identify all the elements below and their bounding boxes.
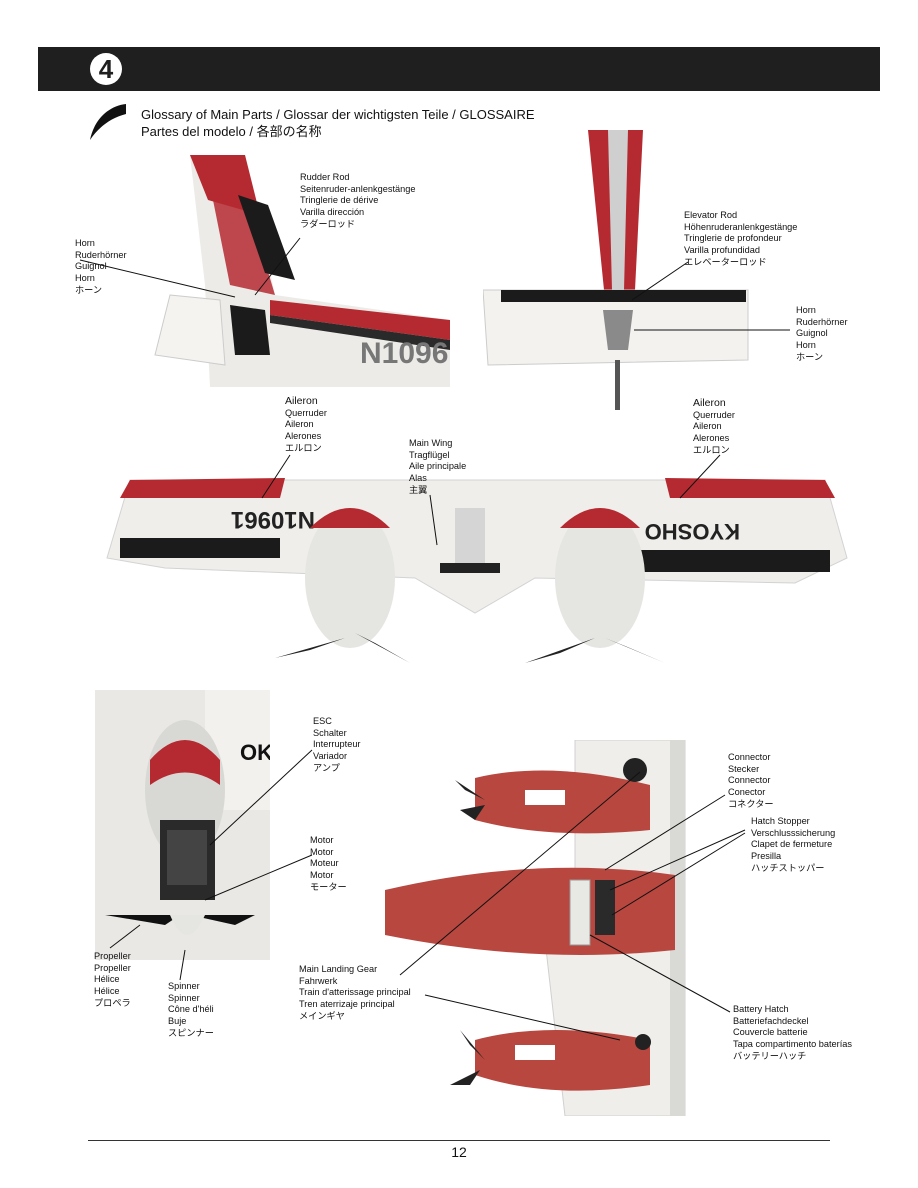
photo-elevator <box>483 130 753 410</box>
esc-photo-brand-text: OK <box>240 740 270 765</box>
photo-main-wing: N10961 KYOSHO <box>105 468 850 668</box>
footer-rule <box>88 1140 830 1141</box>
glossary-title-line2: Partes del modelo / 各部の名称 <box>141 124 322 139</box>
wing-brand-text: KYOSHO <box>645 519 740 544</box>
glossary-title: Glossary of Main Parts / Glossar der wic… <box>141 106 535 140</box>
tail-registration-text: N1096 <box>360 337 448 370</box>
swoosh-icon <box>90 104 126 140</box>
photo-rudder-tail: N1096 <box>150 155 450 387</box>
photo-underside <box>385 740 690 1116</box>
photo-esc-motor: OK <box>95 690 270 960</box>
step-number-badge: 4 <box>90 53 122 85</box>
wing-registration-text: N10961 <box>231 506 315 533</box>
page-number: 12 <box>451 1144 467 1160</box>
section-header-bar: 4 <box>38 47 880 91</box>
glossary-title-line1: Glossary of Main Parts / Glossar der wic… <box>141 107 535 122</box>
